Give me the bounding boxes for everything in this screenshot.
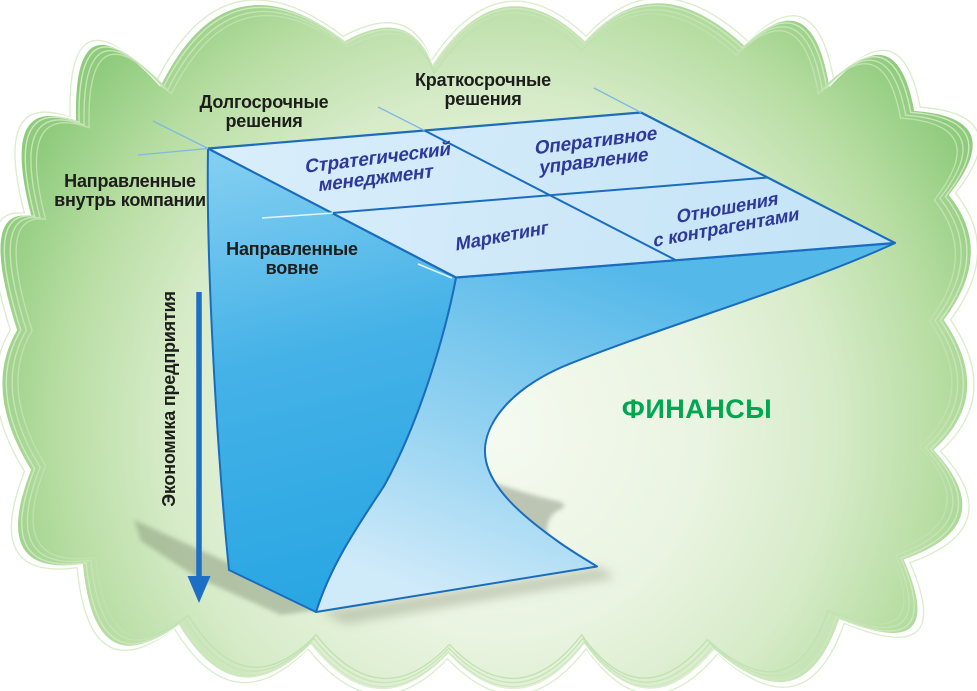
side-wall-face [206,147,457,613]
label-enterprise-economy: Экономика предприятия [159,291,179,507]
label-directed-inward: Направленные внутрь компании [35,171,225,211]
label-line: вовне [265,258,319,279]
cloud-inset-line-3 [15,13,958,679]
axis-extension-line [152,120,209,150]
down-arrow-icon [187,576,211,603]
label-line: Краткосрочные [415,70,551,90]
label-line: Направленные [64,171,196,191]
sheet-bottom-shadow [320,567,616,624]
label-line: Направленные [226,239,358,259]
axis-extension-lines [137,87,642,156]
matrix-row-divider [331,176,769,214]
label-line: внутрь компании [54,190,206,211]
label-short-term-decisions: Краткосрочные решения [393,70,573,110]
cloud-inset-line-1 [3,4,970,688]
label-finance: ФИНАНСЫ [621,394,773,424]
wall-highlight-lines [261,212,453,279]
wall-highlight-line [261,212,334,219]
label-line: Долгосрочные [199,92,329,112]
axis-extension-line [377,106,425,132]
axis-extension-line [593,87,642,114]
label-line: решения [225,111,303,132]
axis-extension-line [137,147,209,156]
label-line: решения [444,89,522,110]
label-directed-outward: Направленные вовне [207,239,377,279]
wall-highlight-line [417,263,453,279]
cloud-inset-line-2 [9,9,964,684]
economy-axis-arrow [187,292,211,603]
matrix-plane [206,111,897,279]
label-long-term-decisions: Долгосрочные решения [174,92,354,132]
